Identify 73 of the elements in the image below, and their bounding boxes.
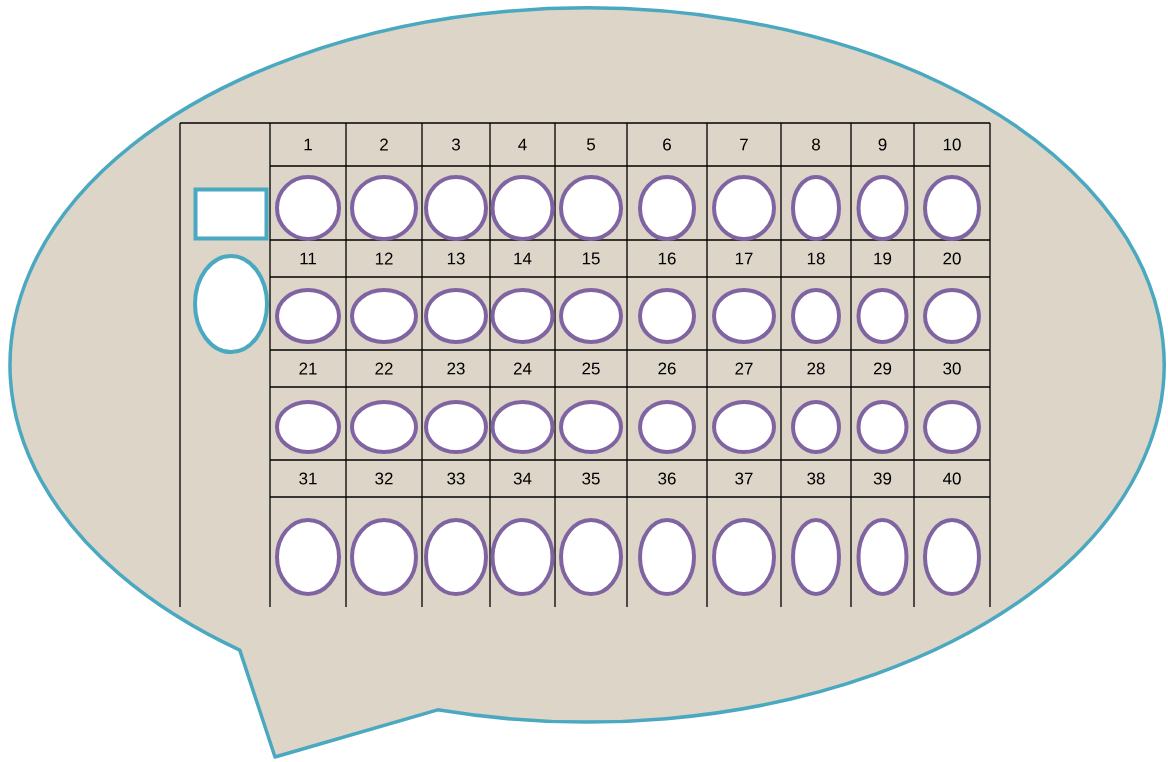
cell-number: 17 <box>735 252 753 265</box>
cell-number: 16 <box>658 252 676 265</box>
cell-number: 4 <box>518 138 527 151</box>
blank-oval <box>712 175 776 241</box>
cell-number: 23 <box>447 362 465 375</box>
blank-oval <box>350 400 418 454</box>
cell-number: 12 <box>375 252 393 265</box>
blank-oval <box>559 518 623 596</box>
cell-number: 24 <box>513 362 532 375</box>
cell-number: 37 <box>735 472 753 485</box>
blank-oval <box>275 518 341 596</box>
cell-number: 22 <box>375 362 393 375</box>
blank-oval <box>490 400 555 454</box>
blank-oval <box>638 518 696 596</box>
cell-number: 20 <box>943 252 961 265</box>
blank-oval <box>275 175 341 241</box>
blank-oval <box>638 175 696 241</box>
cell-number: 39 <box>873 472 892 485</box>
cell-number: 7 <box>740 138 748 151</box>
cell-number: 15 <box>582 252 600 265</box>
cell-number: 9 <box>878 138 887 151</box>
blank-oval <box>791 518 841 596</box>
blank-oval <box>559 288 623 344</box>
cell-number: 13 <box>447 252 465 265</box>
blank-oval <box>424 518 488 596</box>
cell-number: 33 <box>447 472 465 485</box>
blank-oval <box>424 288 488 344</box>
cell-number: 19 <box>874 252 892 265</box>
cell-number: 6 <box>663 138 671 151</box>
cell-number: 31 <box>299 472 317 485</box>
cell-number: 35 <box>582 472 600 485</box>
cell-number: 34 <box>513 472 532 485</box>
blank-oval <box>490 288 555 344</box>
blank-oval <box>350 518 418 596</box>
cell-number: 21 <box>299 362 317 375</box>
cell-number: 3 <box>451 138 460 151</box>
cell-number: 32 <box>375 472 393 485</box>
cell-number: 14 <box>514 252 532 265</box>
blank-oval <box>424 400 488 454</box>
blank-oval <box>559 400 623 454</box>
blank-oval <box>350 175 418 241</box>
cell-number: 1 <box>304 138 312 151</box>
cell-number: 36 <box>658 472 676 485</box>
blank-oval <box>712 400 776 454</box>
blank-oval <box>275 400 341 454</box>
blank-oval <box>424 175 488 241</box>
cell-number: 18 <box>807 252 825 265</box>
blank-oval <box>923 518 981 596</box>
cell-number: 30 <box>943 362 961 375</box>
cell-number: 26 <box>658 362 676 375</box>
blank-oval <box>350 288 418 344</box>
blank-oval <box>712 518 776 596</box>
cell-number: 25 <box>582 362 600 375</box>
blank-box <box>193 187 269 241</box>
cell-number: 27 <box>735 362 753 375</box>
blank-oval <box>712 288 776 344</box>
cell-number: 10 <box>943 138 961 151</box>
cell-number: 29 <box>873 362 892 375</box>
cell-number: 28 <box>807 362 825 375</box>
blank-oval <box>856 518 909 596</box>
cell-number: 40 <box>942 472 961 485</box>
blank-oval <box>490 518 555 596</box>
blank-oval <box>856 175 909 241</box>
blank-oval <box>490 175 555 241</box>
blank-oval <box>559 175 623 241</box>
blank-oval <box>923 175 981 241</box>
cell-number: 11 <box>300 252 316 265</box>
cell-number: 5 <box>586 138 595 151</box>
cell-number: 2 <box>380 138 388 151</box>
cell-number: 38 <box>807 472 825 485</box>
blank-oval <box>193 254 269 354</box>
cell-number: 8 <box>812 138 820 151</box>
blank-oval <box>275 288 341 344</box>
